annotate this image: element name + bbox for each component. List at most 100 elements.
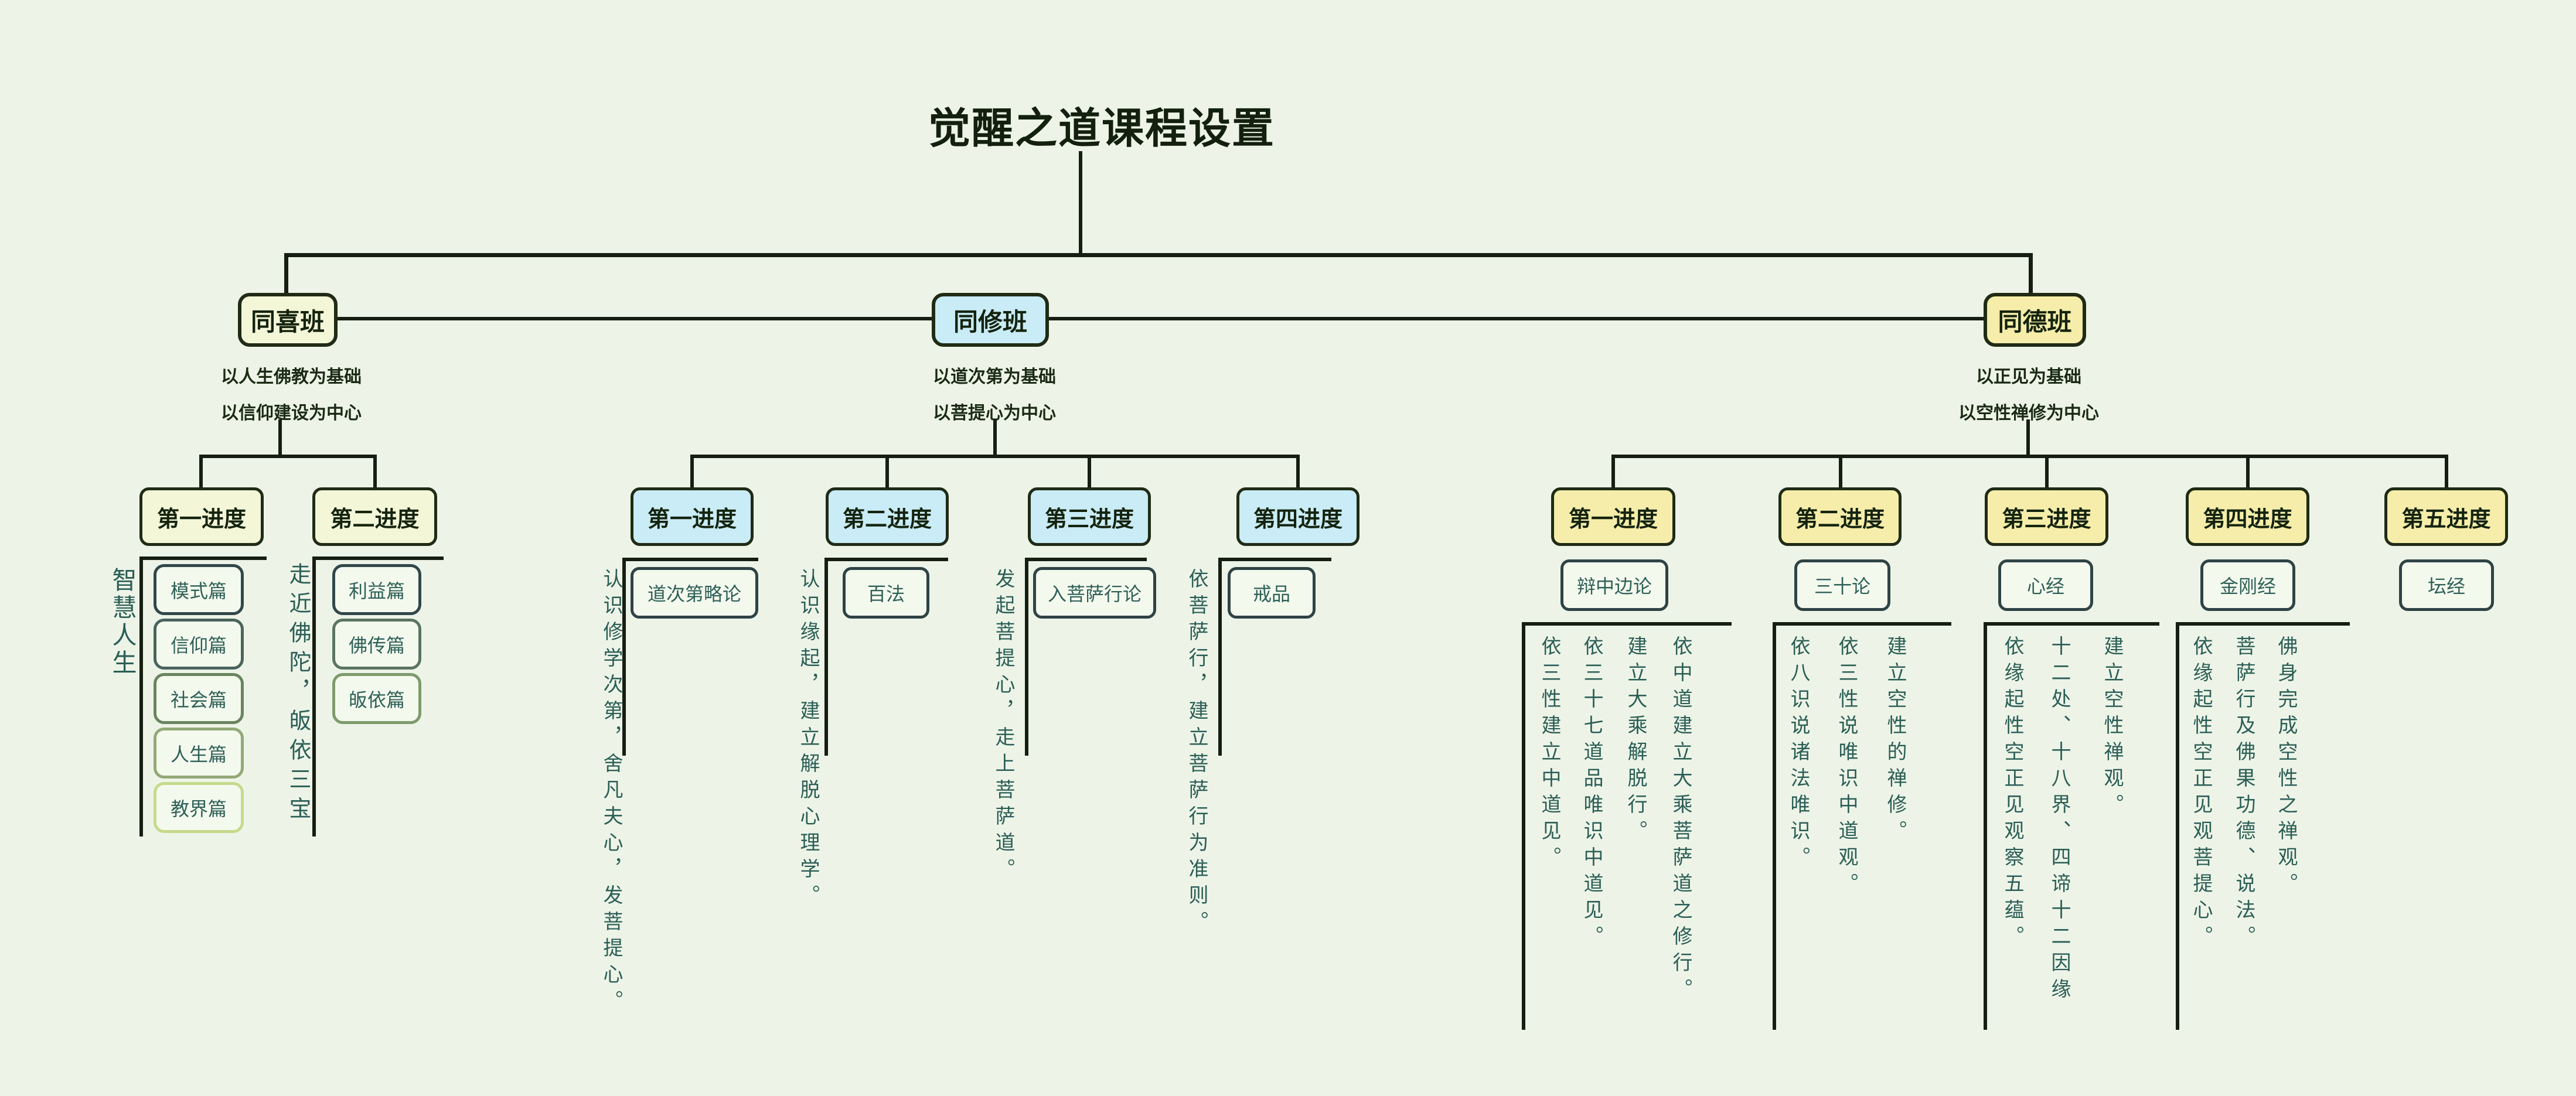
progress-label: 第二进度 [1795, 507, 1885, 532]
progress-node[interactable]: 第三进度 [1028, 487, 1151, 546]
progress-node[interactable]: 第一进度 [631, 487, 754, 546]
class-subtitle: 以人生佛教为基础 [221, 367, 362, 387]
progress-label: 第三进度 [2002, 507, 2091, 532]
connector-prog-drop [2246, 455, 2250, 487]
root-topic[interactable]: 觉醒之道课程设置 [928, 105, 1275, 152]
class-label: 同修班 [953, 308, 1027, 336]
connector-prog-drop [885, 455, 889, 487]
bracket-bar [622, 558, 758, 561]
chapter-label: 佛传篇 [348, 634, 405, 656]
bracket-bar [1773, 622, 1951, 626]
progress-node[interactable]: 第四进度 [1236, 487, 1359, 546]
class-subtitle: 以正见为基础 [1976, 367, 2081, 387]
connector-prog-drop [199, 455, 203, 487]
class-node-tongde[interactable]: 同德班 [1984, 293, 2086, 347]
textbook-node[interactable]: 辩中边论 [1560, 559, 1668, 611]
progress-note[interactable]: 依菩萨行，建立菩萨行为准则。 [1185, 568, 1208, 937]
class-node-tongxiu[interactable]: 同修班 [932, 293, 1049, 347]
chapter-item[interactable]: 信仰篇 [154, 619, 244, 670]
connector-drop-tongde [2029, 253, 2033, 293]
progress-note[interactable]: 智慧人生 [109, 567, 137, 677]
textbook-label: 辩中边论 [1576, 576, 1652, 597]
progress-note[interactable]: 走近佛陀，皈依三宝 [285, 562, 310, 826]
progress-note[interactable]: 依缘起性空正见观菩提心。 [2190, 636, 2212, 952]
connector-mid-right [1049, 317, 1984, 320]
progress-note[interactable]: 发起菩提心，走上菩萨道。 [992, 568, 1014, 885]
textbook-node[interactable]: 戒品 [1228, 567, 1316, 619]
connector-title-drop [1079, 151, 1082, 253]
progress-note[interactable]: 依三十七道品唯识中道见。 [1580, 636, 1603, 952]
connector-rail-tongde [1613, 455, 2446, 458]
textbook-label: 百法 [867, 583, 905, 605]
bracket-stem [2176, 622, 2179, 1030]
bracket-stem [824, 558, 828, 756]
connector-prog-drop [2445, 455, 2448, 487]
textbook-label: 金刚经 [2219, 576, 2276, 597]
progress-note[interactable]: 依八识说诸法唯识。 [1787, 636, 1810, 873]
connector-mid-left [338, 317, 932, 320]
textbook-node[interactable]: 心经 [1998, 559, 2093, 611]
progress-label: 第一进度 [647, 507, 737, 532]
progress-node[interactable]: 第三进度 [1985, 487, 2108, 546]
textbook-node[interactable]: 道次第略论 [631, 567, 758, 619]
progress-label: 第一进度 [1568, 507, 1658, 532]
chapter-item[interactable]: 人生篇 [154, 728, 244, 779]
progress-note[interactable]: 依三性说唯识中道观。 [1835, 636, 1858, 899]
bracket-stem [312, 556, 316, 836]
progress-node[interactable]: 第二进度 [826, 487, 949, 546]
class-node-tongxi[interactable]: 同喜班 [238, 293, 338, 347]
chapter-item[interactable]: 教界篇 [154, 782, 244, 833]
textbook-node[interactable]: 三十论 [1794, 559, 1890, 611]
chapter-item[interactable]: 模式篇 [154, 564, 244, 615]
textbook-node[interactable]: 入菩萨行论 [1033, 567, 1156, 619]
chapter-label: 人生篇 [170, 743, 227, 765]
bracket-stem [1025, 558, 1028, 756]
textbook-node[interactable]: 坛经 [2399, 559, 2494, 611]
textbook-label: 心经 [2026, 576, 2064, 597]
bracket-bar [1218, 558, 1331, 561]
progress-note[interactable]: 建立空性禅观。 [2101, 636, 2123, 820]
progress-node[interactable]: 第四进度 [2186, 487, 2309, 546]
progress-note[interactable]: 菩萨行及佛果功德、说法。 [2233, 636, 2255, 952]
progress-note[interactable]: 认识修学次第，舍凡夫心，发菩提心。 [600, 568, 622, 1016]
chapter-item[interactable]: 佛传篇 [332, 619, 421, 670]
bracket-bar [1522, 622, 1732, 626]
connector-prog-drop [373, 455, 377, 487]
connector-drop-tongxi [284, 253, 288, 293]
progress-note[interactable]: 依三性建立中道见。 [1538, 636, 1560, 873]
progress-note[interactable]: 认识缘起，建立解脱心理学。 [797, 568, 819, 911]
textbook-label: 戒品 [1252, 583, 1290, 605]
bracket-bar [139, 556, 267, 560]
chapter-label: 皈依篇 [348, 689, 405, 711]
connector-top-rail [284, 253, 2032, 257]
progress-note[interactable]: 佛身完成空性之禅观。 [2275, 636, 2297, 899]
progress-node[interactable]: 第一进度 [139, 487, 264, 546]
progress-label: 第二进度 [330, 507, 420, 532]
connector-rail-tongxiu [692, 455, 1298, 458]
progress-label: 第三进度 [1044, 507, 1134, 532]
connector-prog-drop [1088, 455, 1091, 487]
progress-node[interactable]: 第五进度 [2384, 487, 2508, 546]
connector-prog-drop [2045, 455, 2049, 487]
progress-note[interactable]: 依中道建立大乘菩萨道之修行。 [1669, 636, 1692, 1005]
progress-node[interactable]: 第一进度 [1551, 487, 1675, 546]
textbook-node[interactable]: 百法 [843, 567, 929, 619]
progress-note[interactable]: 十二处、十八界、四谛十二因缘 [2048, 636, 2070, 1005]
textbook-node[interactable]: 金刚经 [2200, 559, 2295, 611]
connector-prog-drop [1296, 455, 1300, 487]
connector-prog-drop [690, 455, 694, 487]
progress-note[interactable]: 建立空性的禅修。 [1884, 636, 1906, 846]
progress-note[interactable]: 建立大乘解脱行。 [1624, 636, 1647, 846]
bracket-stem [139, 556, 143, 836]
connector-prog-drop [1839, 455, 1842, 487]
connector-sub-drop [993, 419, 997, 455]
progress-label: 第一进度 [156, 507, 246, 532]
chapter-item[interactable]: 社会篇 [154, 673, 244, 724]
progress-node[interactable]: 第二进度 [1778, 487, 1902, 546]
connector-sub-drop [2026, 419, 2030, 455]
progress-label: 第五进度 [2401, 507, 2491, 532]
chapter-item[interactable]: 利益篇 [332, 564, 421, 615]
progress-node[interactable]: 第二进度 [312, 487, 437, 546]
chapter-item[interactable]: 皈依篇 [332, 673, 421, 724]
progress-note[interactable]: 依缘起性空正见观察五蕴。 [2001, 636, 2023, 952]
